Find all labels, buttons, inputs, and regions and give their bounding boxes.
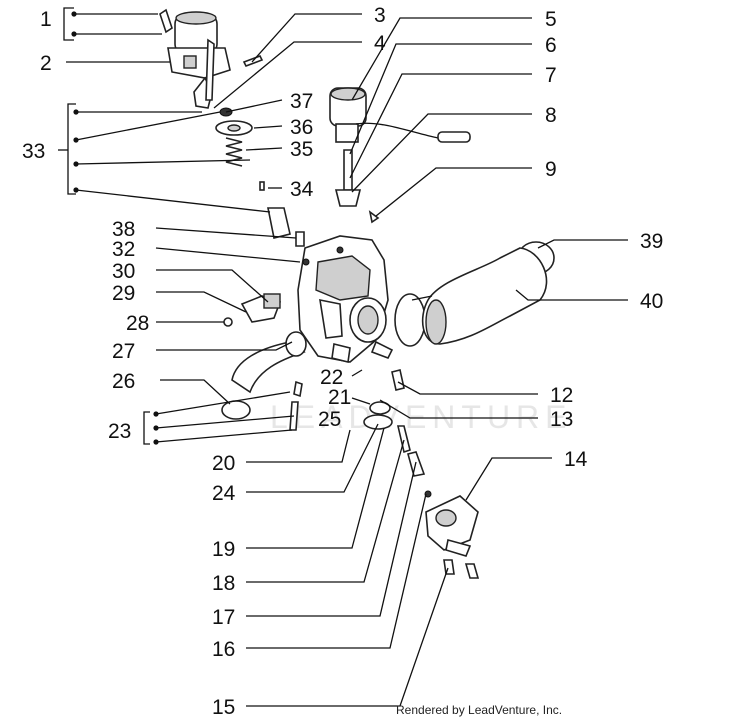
throttle-sensor — [329, 87, 471, 207]
callout: 21 — [328, 386, 351, 409]
valve — [267, 207, 291, 239]
callout: 20 — [212, 452, 235, 475]
callout: 3 — [374, 4, 386, 27]
callout: 16 — [212, 638, 235, 661]
callout: 40 — [640, 290, 663, 313]
callout: 12 — [550, 384, 573, 407]
leader-dots — [71, 11, 159, 445]
screw-23b — [293, 380, 303, 398]
callout: 8 — [545, 104, 557, 127]
callout: 17 — [212, 606, 235, 629]
callout: 13 — [550, 408, 573, 431]
callout: 34 — [290, 178, 314, 201]
callout: 2 — [40, 52, 52, 75]
callout: 37 — [290, 90, 313, 113]
callout: 15 — [212, 696, 235, 719]
hose-assembly — [221, 331, 307, 420]
credit-text: Rendered by LeadVenture, Inc. — [396, 703, 562, 717]
leader-lines — [58, 7, 628, 707]
callout: 23 — [108, 420, 131, 443]
callout: 14 — [564, 448, 588, 471]
callout: 28 — [126, 312, 149, 335]
parts-illustration — [159, 8, 555, 579]
callout: 5 — [545, 8, 557, 31]
callout: 19 — [212, 538, 235, 561]
screw — [368, 210, 380, 224]
callout: 22 — [320, 366, 343, 389]
callout: 35 — [290, 138, 313, 161]
callout: 25 — [318, 408, 341, 431]
callout: 39 — [640, 230, 663, 253]
callout: 24 — [212, 482, 236, 505]
throttle-actuator — [159, 8, 231, 109]
throttle-body — [297, 235, 394, 363]
screw-38 — [295, 231, 305, 247]
callout: 6 — [545, 34, 557, 57]
callout: 4 — [374, 32, 386, 55]
callout: 7 — [545, 64, 557, 87]
callout: 9 — [545, 158, 557, 181]
callout: 30 — [112, 260, 135, 283]
callout: 36 — [290, 116, 313, 139]
spring-stack — [215, 107, 265, 191]
callout: 33 — [22, 140, 45, 163]
idle-valve-group — [223, 293, 282, 327]
callout-labels: 1 2 3 4 5 6 7 8 9 12 13 14 15 16 17 18 1… — [22, 4, 663, 719]
callout: 26 — [112, 370, 135, 393]
callout: 27 — [112, 340, 135, 363]
callout: 32 — [112, 238, 135, 261]
callout: 29 — [112, 282, 135, 305]
callout: 38 — [112, 218, 135, 241]
watermark: LEADVENTURE — [270, 399, 573, 435]
float-bowl — [425, 495, 480, 579]
callout: 18 — [212, 572, 235, 595]
screw-12 — [391, 369, 405, 391]
clamp-ring — [394, 293, 426, 347]
callout: 1 — [40, 8, 52, 31]
